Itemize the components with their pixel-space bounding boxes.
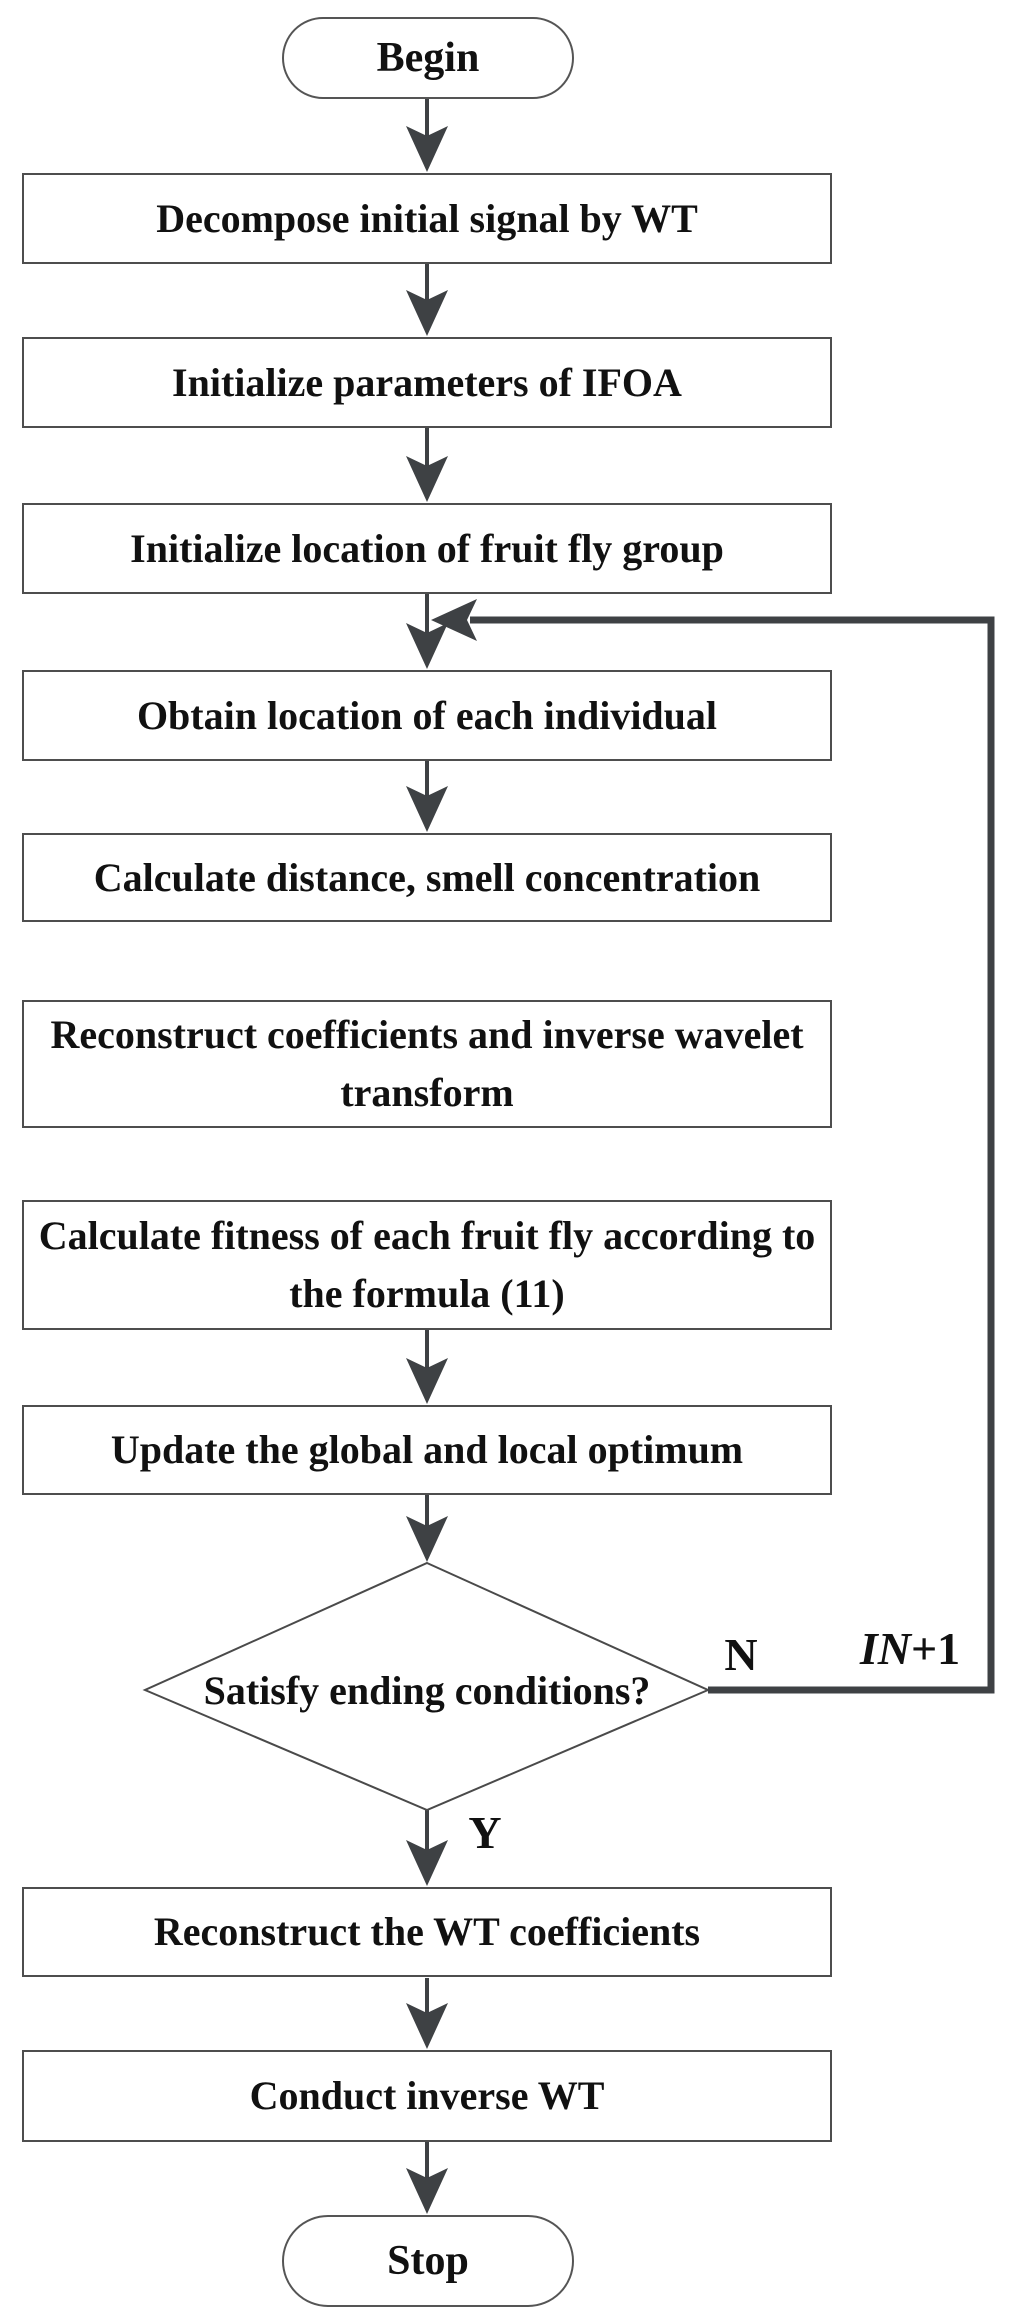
node-label-calc-fitness: Calculate fitness of each fruit fly acco… — [38, 1213, 816, 1316]
flowchart-node-stop: Stop — [282, 2215, 574, 2307]
edge-label-no-text: N — [724, 1629, 758, 1680]
edge-label-no: N — [706, 1628, 776, 1681]
arrow-head-junction-obtain — [406, 623, 448, 669]
loop-counter-italic: IN — [859, 1623, 911, 1674]
flowchart-node-inverse-wt: Conduct inverse WT — [22, 2050, 832, 2142]
node-label-decision: Satisfy ending conditions? — [203, 1667, 651, 1713]
arrow-head-inversewt-stop — [406, 2168, 448, 2214]
node-label-obtain-location: Obtain location of each individual — [136, 692, 718, 738]
node-label-inverse-wt: Conduct inverse WT — [249, 2073, 605, 2118]
node-label-stop: Stop — [387, 2237, 469, 2284]
flowchart-node-begin: Begin — [282, 17, 574, 99]
arrow-head-initparams-initlocation — [406, 456, 448, 502]
node-label-calc-distance: Calculate distance, smell concentration — [93, 854, 761, 900]
flowchart-node-calc-fitness: Calculate fitness of each fruit fly acco… — [22, 1200, 832, 1330]
flowchart-node-reconstruct-wt: Reconstruct the WT coefficients — [22, 1887, 832, 1977]
loop-arrow-head — [431, 599, 477, 641]
node-label-reconstruct-wt: Reconstruct the WT coefficients — [153, 1909, 701, 1954]
arrow-head-obtain-calcdistance — [406, 786, 448, 832]
node-label-reconstruct-coefficients: Reconstruct coefficients and inverse wav… — [50, 1012, 804, 1115]
loop-counter-label: IN+1 — [840, 1622, 980, 1675]
node-label-update-optimum: Update the global and local optimum — [110, 1427, 744, 1472]
node-label-init-params: Initialize parameters of IFOA — [172, 359, 682, 405]
node-label-begin: Begin — [376, 34, 480, 81]
flowchart-node-update-optimum: Update the global and local optimum — [22, 1405, 832, 1495]
flowchart-node-reconstruct-coefficients: Reconstruct coefficients and inverse wav… — [22, 1000, 832, 1128]
arrow-head-decompose-initparams — [406, 290, 448, 336]
flowchart-node-init-location: Initialize location of fruit fly group — [22, 503, 832, 594]
edge-label-yes: Y — [450, 1806, 520, 1859]
decision-diamond-shape — [142, 1561, 711, 1812]
arrow-head-reconstructwt-inversewt — [406, 2003, 448, 2049]
arrow-head-calcfitness-update — [406, 1358, 448, 1404]
flowchart-node-obtain-location: Obtain location of each individual — [22, 670, 832, 761]
flowchart-node-decision: Satisfy ending conditions? — [197, 1588, 657, 1793]
arrow-head-decision-reconstructwt — [406, 1840, 448, 1886]
arrow-head-begin-decompose — [406, 126, 448, 172]
node-label-decompose: Decompose initial signal by WT — [156, 195, 698, 241]
flowchart-node-calc-distance: Calculate distance, smell concentration — [22, 833, 832, 922]
node-label-init-location: Initialize location of fruit fly group — [130, 525, 724, 571]
loop-line — [470, 616, 995, 1694]
edge-label-yes-text: Y — [468, 1807, 502, 1858]
arrow-head-update-decision — [406, 1516, 448, 1562]
flowchart-node-decompose: Decompose initial signal by WT — [22, 173, 832, 264]
loop-counter-suffix: +1 — [910, 1623, 961, 1674]
flowchart-node-init-params: Initialize parameters of IFOA — [22, 337, 832, 428]
